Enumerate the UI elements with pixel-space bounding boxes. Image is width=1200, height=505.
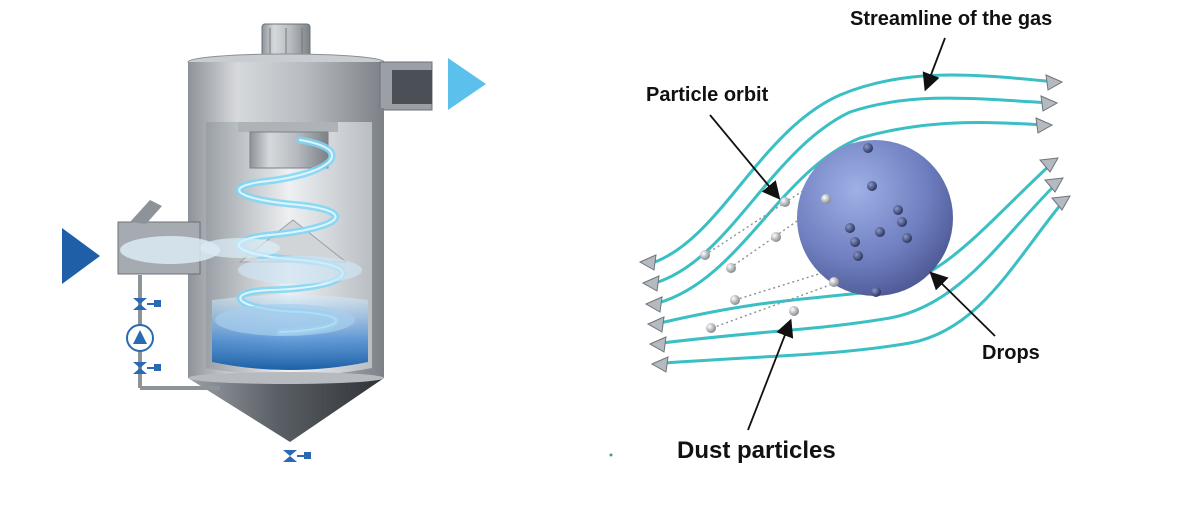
leader-drops xyxy=(929,271,996,337)
particle-orbit-label: Particle orbit xyxy=(646,84,769,106)
valve-icon xyxy=(133,362,161,374)
outlet-arrow-icon xyxy=(448,58,486,110)
streamline-label: Streamline of the gas xyxy=(850,8,1053,30)
leader-dust xyxy=(747,318,794,431)
streamline xyxy=(660,183,1057,345)
inlet-arrow-icon xyxy=(62,228,100,284)
pump-icon xyxy=(126,324,154,352)
inner-outlet-tube xyxy=(249,131,329,169)
leader-orbit xyxy=(709,114,781,200)
vessel-lid xyxy=(188,62,384,108)
leader-arrows xyxy=(709,37,996,431)
valve-icon xyxy=(133,298,161,310)
streamline xyxy=(650,73,1057,265)
drop-sphere xyxy=(797,140,953,296)
captured-particles xyxy=(845,143,912,297)
dust-particles xyxy=(700,194,839,333)
streamline xyxy=(656,121,1047,305)
vessel-cone xyxy=(188,378,384,442)
streamline xyxy=(662,201,1064,365)
leader-streamline xyxy=(922,37,946,92)
drops-label: Drops xyxy=(982,342,1040,364)
valve-icon xyxy=(283,450,311,462)
streamline xyxy=(653,96,1052,285)
spray-mist xyxy=(200,238,362,336)
dust-particles-label: Dust particles xyxy=(677,437,836,464)
scrubber-vessel xyxy=(117,23,433,442)
streamline-arrowheads xyxy=(638,74,1071,373)
